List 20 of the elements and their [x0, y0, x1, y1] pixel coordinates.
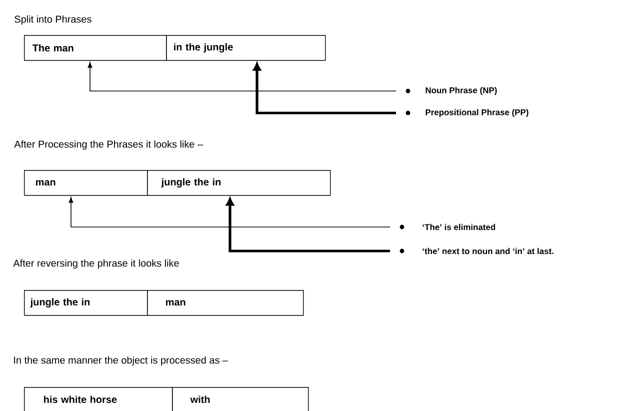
bullet-text: ‘the’ next to noun and ‘in’ at last.: [422, 248, 554, 254]
table-cell: man: [24, 170, 148, 196]
heading-text: After reversing the phrase it looks like: [13, 259, 179, 269]
heading-text: Split into Phrases: [14, 15, 92, 25]
table-cell: jungle the in: [147, 170, 331, 196]
connector-arrow: [253, 62, 396, 114]
table-cell: The man: [24, 35, 167, 61]
bullet-text: Noun Phrase (NP): [426, 87, 497, 95]
heading-text: In the same manner the object is processed as –: [14, 356, 228, 366]
table-cell: in the jungle: [166, 35, 326, 61]
connector-arrow: [68, 197, 390, 228]
bullet-text: ‘The’ is eliminated: [422, 224, 496, 230]
table-cell: jungle the in: [24, 290, 148, 316]
connector-arrow: [226, 198, 390, 252]
heading-text: After Processing the Phrases it looks like –: [14, 140, 203, 150]
table-cell: his white horse: [24, 387, 173, 411]
bullet-text: Prepositional Phrase (PP): [426, 109, 528, 117]
table-cell: with: [172, 387, 309, 411]
table-cell: man: [147, 290, 304, 316]
connector-arrow: [88, 62, 396, 92]
